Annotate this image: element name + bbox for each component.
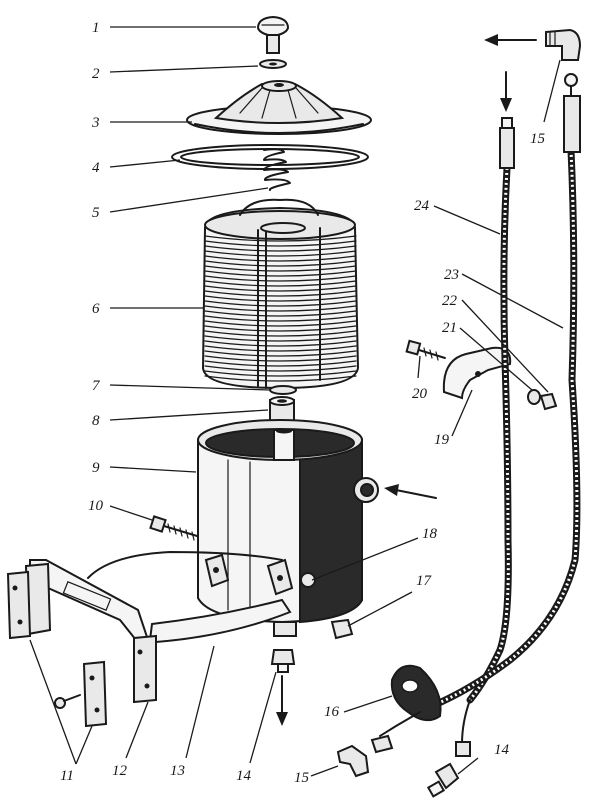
filter-rib bbox=[204, 245, 357, 252]
label-21: 21 bbox=[442, 320, 457, 336]
filter-rib bbox=[204, 260, 357, 267]
label-18: 18 bbox=[422, 526, 438, 542]
part-11-plates bbox=[6, 570, 108, 728]
label-11: 11 bbox=[60, 768, 74, 784]
label-4: 4 bbox=[92, 160, 100, 176]
label-7: 7 bbox=[92, 378, 101, 394]
label-12: 12 bbox=[112, 763, 128, 779]
label-13: 13 bbox=[170, 763, 185, 779]
label-24: 24 bbox=[414, 198, 430, 214]
part-8-bushing bbox=[269, 396, 295, 423]
filter-rib bbox=[204, 290, 357, 297]
part-21-washer bbox=[527, 389, 541, 405]
label-22: 22 bbox=[442, 293, 458, 309]
filter-rib bbox=[204, 295, 357, 302]
label-14-bottom: 14 bbox=[236, 768, 252, 784]
filter-rib bbox=[204, 285, 357, 292]
part-14-fitting-bottom-right bbox=[426, 762, 460, 798]
filter-rib bbox=[204, 365, 357, 372]
label-17: 17 bbox=[416, 573, 433, 589]
part-15-elbow-fitting-bottom bbox=[336, 734, 394, 778]
part-labels: 1 2 3 4 5 6 7 8 9 10 11 12 13 14 14 15 1… bbox=[60, 20, 546, 786]
hose-24 bbox=[455, 117, 515, 757]
filter-rib bbox=[204, 370, 357, 377]
label-8: 8 bbox=[92, 413, 100, 429]
label-19: 19 bbox=[434, 432, 450, 448]
label-15-bottom: 15 bbox=[294, 770, 310, 786]
label-20: 20 bbox=[412, 386, 428, 402]
filter-rib bbox=[204, 300, 357, 307]
label-16: 16 bbox=[324, 704, 340, 720]
flow-arrows bbox=[276, 34, 537, 726]
label-14-right: 14 bbox=[494, 742, 510, 758]
label-3: 3 bbox=[91, 115, 100, 131]
filter-rib bbox=[204, 330, 357, 337]
filter-rib bbox=[204, 360, 357, 367]
filter-rib bbox=[204, 355, 357, 362]
filter-rib bbox=[204, 315, 357, 322]
part-7-washer bbox=[269, 385, 297, 395]
part-19-hose-clip bbox=[442, 346, 512, 400]
filter-rib bbox=[204, 320, 357, 327]
label-2: 2 bbox=[92, 66, 100, 82]
label-9: 9 bbox=[92, 460, 100, 476]
filter-rib bbox=[204, 255, 357, 262]
part-1-cap-nut bbox=[256, 15, 290, 54]
part-6-filter-element bbox=[201, 198, 360, 390]
filter-rib bbox=[204, 340, 357, 347]
part-9-housing bbox=[197, 419, 379, 637]
filter-rib bbox=[204, 375, 357, 382]
part-14-drain-plug bbox=[270, 649, 296, 673]
label-5: 5 bbox=[92, 205, 100, 221]
label-10: 10 bbox=[88, 498, 104, 514]
filter-rib bbox=[204, 345, 357, 352]
part-2-washer bbox=[259, 59, 287, 69]
part-17-plug bbox=[330, 618, 354, 640]
filter-rib bbox=[204, 350, 357, 357]
filter-rib bbox=[204, 325, 357, 332]
part-10-bolt bbox=[149, 515, 198, 541]
part-3-cover bbox=[186, 80, 372, 135]
filter-rib bbox=[204, 305, 357, 312]
part-15-elbow-fitting-top bbox=[545, 28, 582, 61]
leader-lines bbox=[29, 26, 564, 777]
filter-rib bbox=[204, 265, 357, 272]
filter-rib bbox=[204, 335, 357, 342]
hose-23 bbox=[428, 73, 581, 710]
label-6: 6 bbox=[92, 301, 100, 317]
filter-rib bbox=[204, 310, 357, 317]
part-22-nut bbox=[539, 392, 558, 411]
filter-rib bbox=[204, 250, 357, 257]
part-5-spring bbox=[263, 148, 291, 191]
filter-rib bbox=[204, 240, 357, 247]
label-1: 1 bbox=[92, 20, 100, 36]
part-13-clamp-band bbox=[87, 551, 294, 644]
filter-rib bbox=[204, 270, 357, 277]
label-23: 23 bbox=[444, 267, 459, 283]
filter-ribs bbox=[204, 235, 357, 382]
filter-rib bbox=[204, 235, 357, 242]
label-15-top: 15 bbox=[530, 131, 546, 147]
part-12-bracket bbox=[24, 559, 157, 704]
filter-rib bbox=[204, 275, 357, 282]
part-20-bolt bbox=[405, 339, 446, 361]
filter-rib bbox=[204, 280, 357, 287]
part-16-banjo-fitting bbox=[379, 664, 442, 737]
